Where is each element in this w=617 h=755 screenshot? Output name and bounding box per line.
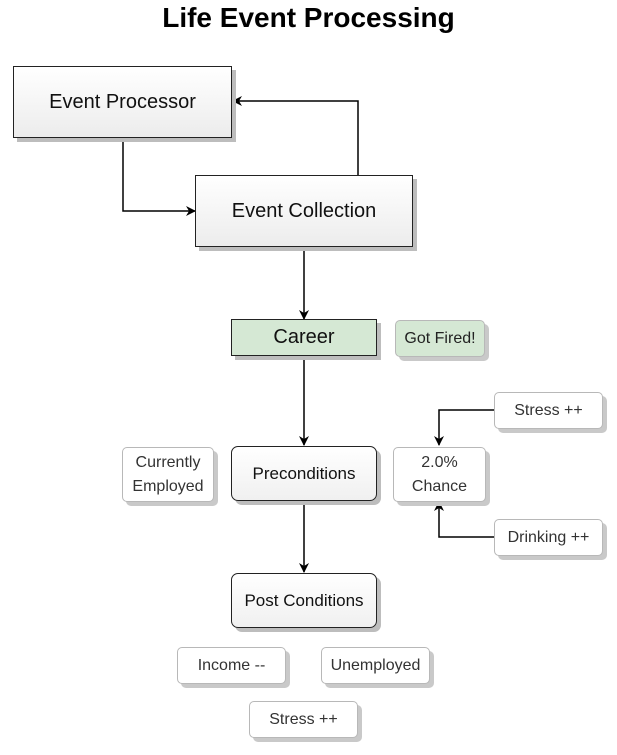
got-fired-tag: Got Fired! [395, 320, 485, 357]
chance-tag: 2.0% Chance [393, 447, 486, 502]
arrow-processor-to-collection [122, 138, 196, 216]
currently-employed-line1: Currently [135, 453, 201, 471]
diagram-title: Life Event Processing [162, 2, 455, 33]
currently-employed-tag: Currently Employed [122, 447, 214, 502]
income-label: Income -- [197, 656, 266, 674]
stress-input-tag: Stress ++ [494, 392, 603, 429]
preconditions-box: Preconditions [231, 446, 377, 501]
career-label: Career [273, 326, 335, 348]
drinking-input-tag: Drinking ++ [494, 519, 603, 556]
stress-input-label: Stress ++ [514, 401, 583, 419]
chance-line2: Chance [411, 477, 468, 495]
post-conditions-box: Post Conditions [231, 573, 377, 628]
event-processor-label: Event Processor [49, 90, 196, 113]
event-processor-box: Event Processor [13, 66, 232, 138]
career-box: Career [231, 319, 377, 356]
event-collection-box: Event Collection [195, 175, 413, 247]
post-conditions-label: Post Conditions [244, 590, 364, 610]
got-fired-label: Got Fired! [404, 329, 476, 347]
currently-employed-line2: Employed [132, 477, 204, 495]
event-collection-label: Event Collection [231, 199, 377, 222]
arrow-stress-to-chance [434, 409, 494, 446]
chance-line1: 2.0% [421, 453, 458, 471]
stress-outcome-tag: Stress ++ [249, 701, 358, 738]
stress-outcome-label: Stress ++ [269, 710, 338, 728]
unemployed-label: Unemployed [330, 656, 421, 674]
arrow-collection-to-processor [232, 96, 359, 175]
drinking-input-label: Drinking ++ [507, 528, 590, 546]
income-tag: Income -- [177, 647, 286, 684]
arrow-drinking-to-chance [434, 501, 494, 538]
unemployed-tag: Unemployed [321, 647, 430, 684]
preconditions-label: Preconditions [252, 463, 356, 483]
